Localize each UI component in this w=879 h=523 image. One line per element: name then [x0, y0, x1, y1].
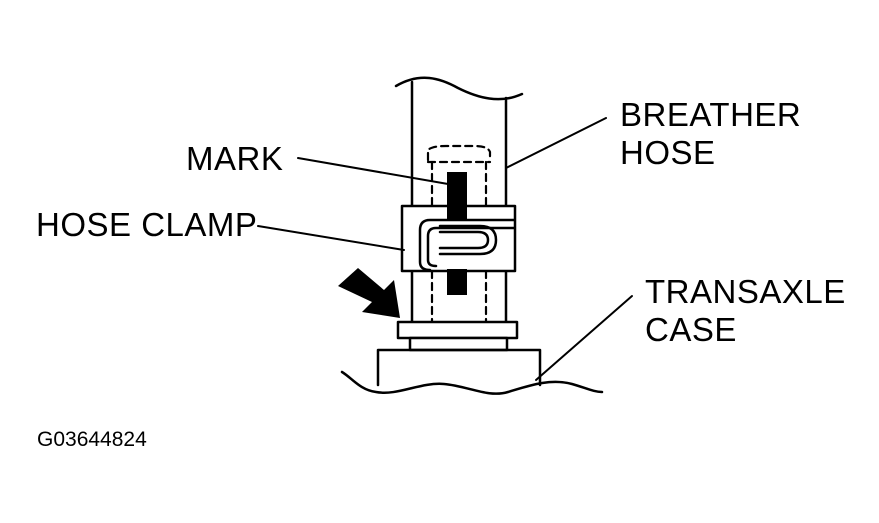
mark-bar-upper [447, 172, 467, 220]
transaxle-case-label: TRANSAXLE CASE [645, 273, 846, 349]
transaxle-case [340, 348, 604, 395]
leader-transaxle-case [535, 295, 633, 381]
leader-breather-hose [505, 117, 607, 169]
breather-hose [394, 76, 524, 324]
mark-bar-lower [447, 269, 467, 295]
mark-label: MARK [186, 140, 284, 177]
breather-hose-label-line2: HOSE [620, 134, 716, 171]
hose-clamp-label: HOSE CLAMP [36, 206, 258, 243]
breather-hose-label: BREATHER HOSE [620, 96, 801, 172]
breather-hose-label-line1: BREATHER [620, 96, 802, 133]
figure-id: G03644824 [37, 428, 147, 451]
leader-hose-clamp [257, 225, 405, 251]
transaxle-fitting [396, 320, 519, 352]
inner-pipe-dashed [426, 144, 492, 324]
transaxle-case-label-line2: CASE [645, 311, 737, 348]
leader-mark [297, 157, 449, 185]
transaxle-case-label-line1: TRANSAXLE [645, 273, 846, 310]
direction-arrow-icon [338, 268, 400, 318]
